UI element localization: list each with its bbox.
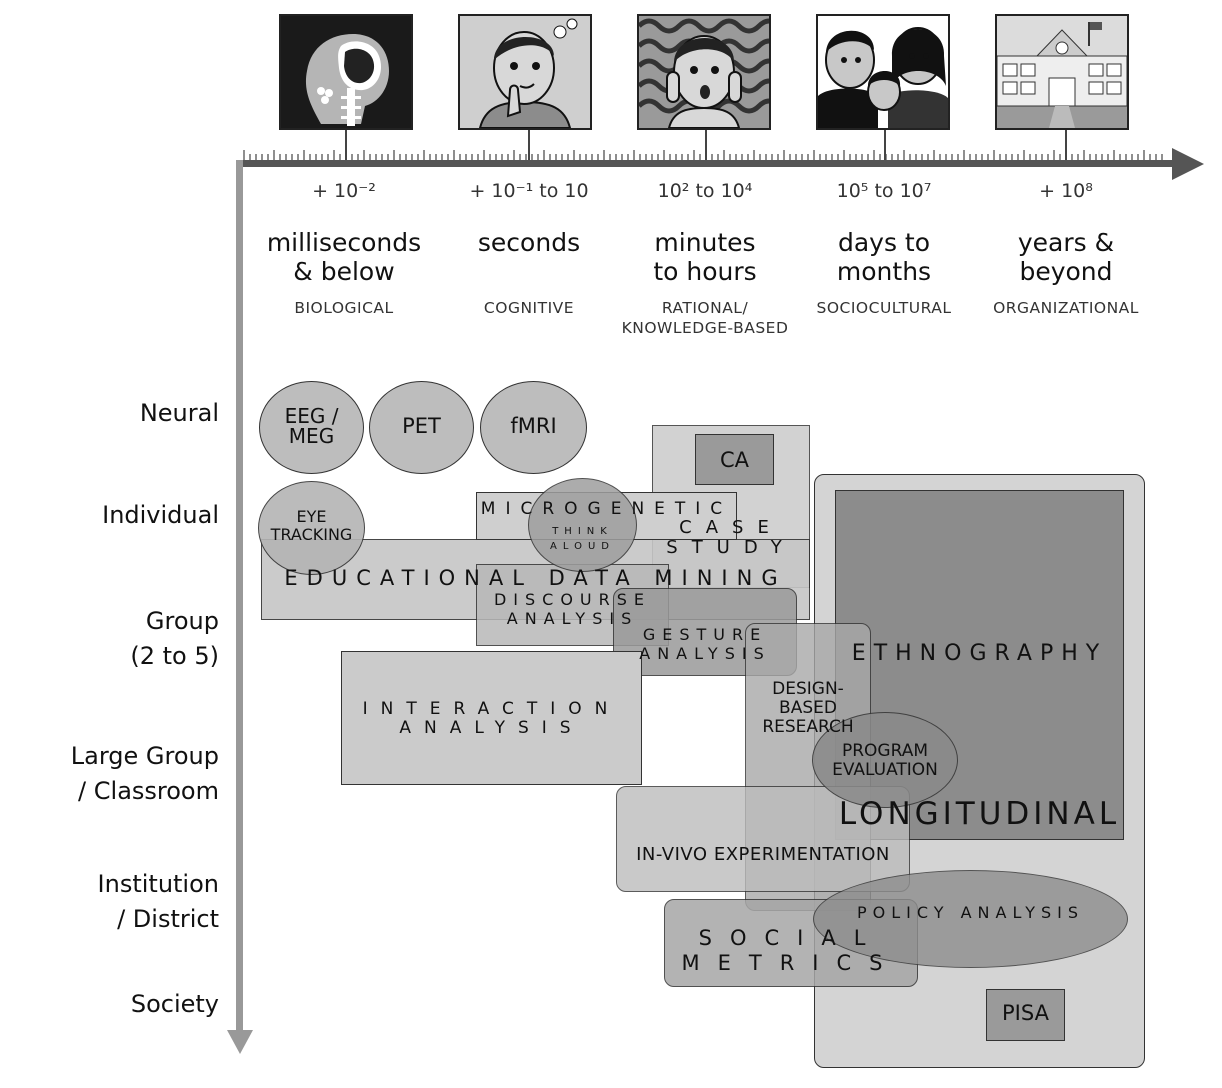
- level-society: Society: [130, 990, 219, 1018]
- ethnography-label: ETHNOGRAPHY: [851, 641, 1108, 666]
- level-group: Group (2 to 5): [130, 607, 219, 670]
- level-large-group: Large Group / Classroom: [70, 742, 219, 805]
- axis-arrow-right-icon: [1172, 148, 1204, 180]
- axis-arrow-down-icon: [227, 1030, 253, 1054]
- case-study-label: CASE STUDY: [666, 517, 796, 558]
- pisa-label: PISA: [1002, 1001, 1049, 1025]
- brain-xray-icon: [279, 14, 413, 130]
- microgenetic-label: MICROGENETIC: [480, 499, 733, 519]
- in-vivo-label: IN-VIVO EXPERIMENTATION: [636, 844, 890, 865]
- dbr-label: DESIGN- BASED RESEARCH: [762, 679, 854, 737]
- axis-ticks: [243, 130, 1163, 160]
- eeg-meg-label: EEG / MEG: [284, 404, 339, 448]
- fmri-ellipse: [480, 381, 587, 474]
- timescale-category: BIOLOGICAL: [294, 299, 394, 317]
- eye-tracking-ellipse: [258, 481, 365, 575]
- family-icon: [816, 14, 950, 130]
- timescale-category: ORGANIZATIONAL: [993, 299, 1139, 317]
- timescale-label: minutes to hours: [653, 228, 757, 286]
- thinking-person-icon: [458, 14, 592, 130]
- think-aloud-label: THINK ALOUD: [550, 526, 615, 552]
- edm-label: EDUCATIONAL DATA MINING: [284, 566, 787, 590]
- program-evaluation-label: PROGRAM EVALUATION: [832, 741, 938, 780]
- timescale-label: seconds: [477, 228, 581, 257]
- policy-analysis-label: POLICY ANALYSIS: [856, 903, 1085, 922]
- timescale-label: days to months: [836, 228, 932, 286]
- ca-label: CA: [719, 448, 750, 472]
- pisa-box: [986, 989, 1065, 1041]
- eeg-meg-ellipse: [259, 381, 364, 474]
- timescale-category: SOCIOCULTURAL: [816, 299, 952, 317]
- fmri-label: fMRI: [510, 414, 557, 438]
- timescale-magnitude: 10⁵ to 10⁷: [836, 180, 932, 202]
- level-neural: Neural: [139, 399, 219, 427]
- in-vivo-box: [616, 786, 910, 892]
- ca-box: [695, 434, 774, 485]
- pet-ellipse: [369, 381, 474, 474]
- timescale-label: years & beyond: [1017, 228, 1115, 286]
- timescale-magnitude: + 10⁻²: [312, 180, 376, 202]
- timescale-category: RATIONAL/ KNOWLEDGE-BASED: [621, 299, 789, 337]
- discourse-label: DISCOURSE ANALYSIS: [493, 590, 652, 628]
- think-aloud-ellipse: [528, 478, 637, 572]
- policy-analysis-ellipse: [813, 870, 1128, 968]
- school-building-icon: [995, 14, 1129, 130]
- longitudinal-label: LONGITUDINAL: [838, 796, 1121, 832]
- program-evaluation-ellipse: [812, 712, 958, 808]
- eye-tracking-label: EYE TRACKING: [270, 507, 353, 544]
- worried-person-icon: [637, 14, 771, 130]
- gesture-label: GESTURE ANALYSIS: [639, 625, 771, 663]
- social-metrics-label: SOCIAL METRICS: [681, 926, 901, 975]
- level-individual: Individual: [102, 501, 219, 529]
- timescale-label: milliseconds & below: [266, 228, 422, 286]
- level-axis: [236, 160, 243, 1040]
- timescale-magnitude: + 10⁸: [1039, 180, 1093, 202]
- timescale-category: COGNITIVE: [483, 299, 575, 317]
- level-institution: Institution / District: [97, 870, 219, 933]
- timescale-magnitude: 10² to 10⁴: [657, 180, 753, 202]
- interaction-box: [341, 651, 642, 785]
- pet-label: PET: [402, 414, 441, 438]
- interaction-label: INTERACTION ANALYSIS: [362, 699, 621, 738]
- timescale-axis: [240, 160, 1185, 167]
- timescale-magnitude: + 10⁻¹ to 10: [469, 180, 589, 202]
